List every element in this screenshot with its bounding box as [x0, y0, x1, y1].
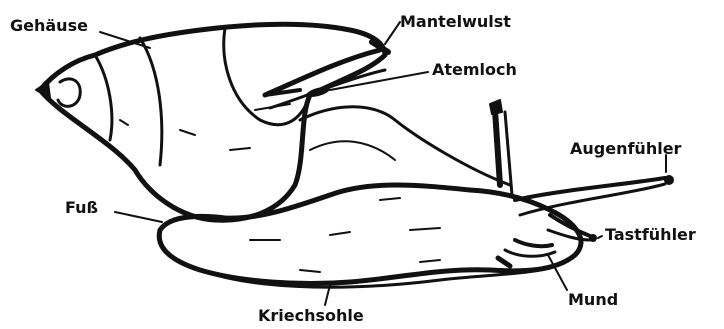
label-tastfuehler: Tastfühler — [605, 227, 696, 243]
label-augenfuehler: Augenfühler — [570, 141, 681, 157]
label-gehaeuse: Gehäuse — [10, 18, 88, 34]
label-fuss: Fuß — [65, 200, 98, 216]
snail-shell — [40, 24, 385, 220]
label-kriechsohle: Kriechsohle — [258, 308, 364, 324]
mantle-collar — [265, 42, 388, 108]
mouth — [498, 240, 555, 266]
snail-neck — [300, 107, 510, 185]
label-atemloch: Atemloch — [432, 62, 517, 78]
label-mantelwulst: Mantelwulst — [400, 14, 511, 30]
lower-tentacles — [548, 215, 597, 242]
label-mund: Mund — [568, 292, 618, 308]
